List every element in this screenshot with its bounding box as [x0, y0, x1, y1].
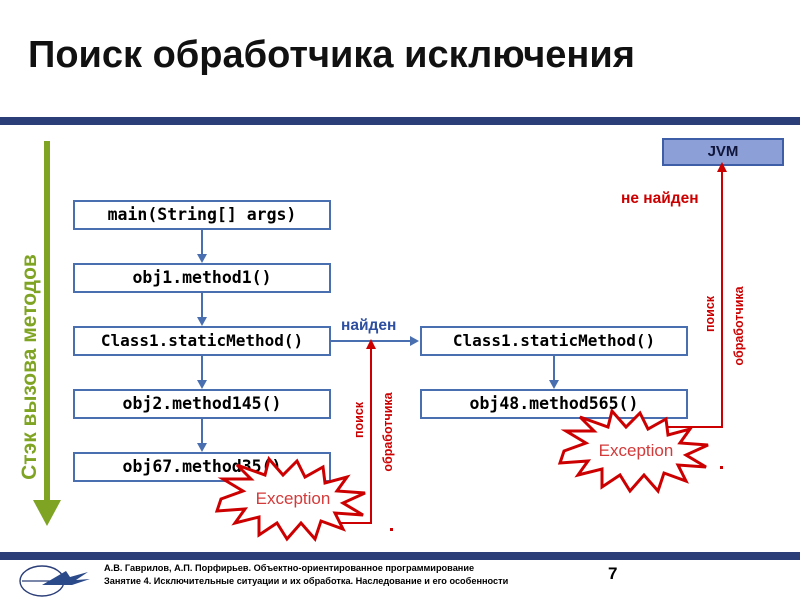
diagram-canvas: Стэк вызова методов JVM main(String[] ar… [0, 125, 800, 545]
footer-line-2: Занятие 4. Исключительные ситуации и их … [104, 576, 509, 586]
connector-class1right-to-obj48-arrowhead [549, 380, 559, 389]
stray-mark-left [390, 528, 393, 531]
call-stack-axis-arrowhead [33, 500, 61, 526]
label-found: найден [341, 317, 397, 334]
page-number: 7 [608, 564, 618, 583]
exception-burst-left: Exception [213, 455, 373, 545]
search-handler-middle-arrowhead [366, 339, 376, 349]
connector-main-to-obj1-arrowhead [197, 254, 207, 263]
search-handler-right-arrowhead [717, 162, 727, 172]
title-divider [0, 117, 800, 125]
footer: А.В. Гаврилов, А.П. Порфирьев. Объектно-… [0, 560, 800, 600]
method-box-class1-staticmethod-right: Class1.staticMethod() [420, 326, 688, 356]
method-box-obj48-method565: obj48.method565() [420, 389, 688, 419]
institution-logo-icon [19, 565, 90, 597]
call-stack-axis-bar [44, 141, 50, 506]
connector-found-arrowhead [410, 336, 419, 346]
search-handler-middle-label-line1: поиск [352, 401, 366, 439]
method-box-main: main(String[] args) [73, 200, 331, 230]
connector-obj1-to-class1 [201, 293, 203, 319]
connector-obj2-to-obj67 [201, 419, 203, 445]
stray-mark-right [720, 466, 723, 469]
call-stack-axis-label: Стэк вызова методов [18, 254, 41, 480]
exception-label-left: Exception [255, 489, 331, 508]
connector-obj2-to-obj67-arrowhead [197, 443, 207, 452]
search-handler-middle-base [340, 522, 372, 524]
connector-main-to-obj1 [201, 230, 203, 256]
jvm-box: JVM [662, 138, 784, 166]
footer-divider [0, 552, 800, 560]
method-box-class1-staticmethod-left: Class1.staticMethod() [73, 326, 331, 356]
connector-class1-to-obj2 [201, 356, 203, 382]
label-not-found: не найден [621, 190, 699, 207]
connector-class1-to-obj2-arrowhead [197, 380, 207, 389]
method-box-obj2-method145: obj2.method145() [73, 389, 331, 419]
exception-label-right: Exception [598, 441, 674, 460]
connector-obj1-to-class1-arrowhead [197, 317, 207, 326]
footer-credits: А.В. Гаврилов, А.П. Порфирьев. Объектно-… [104, 562, 574, 588]
search-handler-middle-line [370, 349, 372, 524]
search-handler-middle-label-line2: обработчика [381, 392, 395, 472]
page-title: Поиск обработчика исключения [28, 34, 635, 76]
search-handler-right-label-line2: обработчика [732, 286, 746, 366]
search-handler-right-label-line1: поиск [703, 295, 717, 333]
connector-class1right-to-obj48 [553, 356, 555, 382]
method-box-obj1-method1: obj1.method1() [73, 263, 331, 293]
search-handler-right-line [721, 171, 723, 428]
exception-burst-right: Exception [556, 407, 716, 497]
footer-line-1: А.В. Гаврилов, А.П. Порфирьев. Объектно-… [104, 563, 475, 573]
